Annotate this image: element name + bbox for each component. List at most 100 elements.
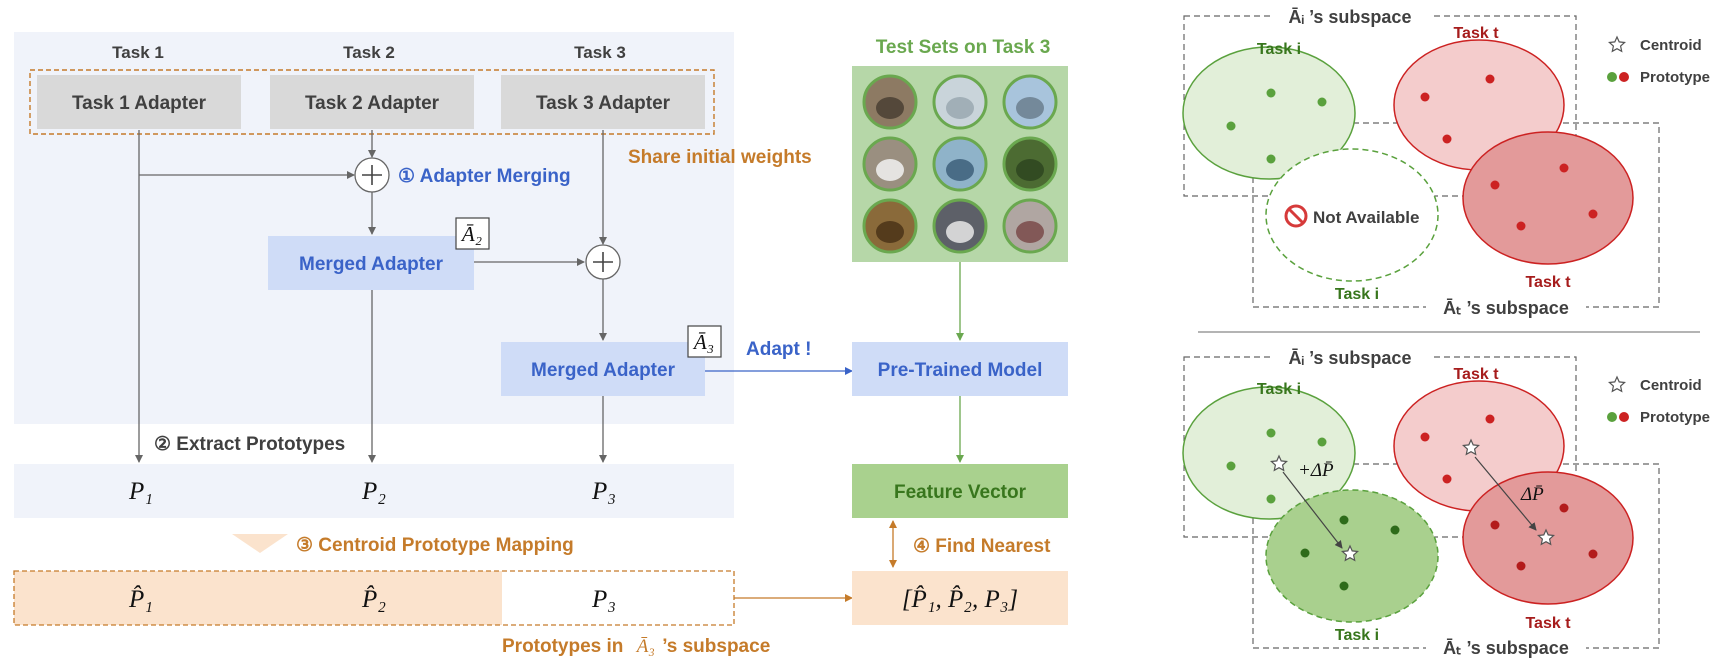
test-image-subject xyxy=(1016,97,1044,119)
star-icon xyxy=(1608,35,1626,53)
test-image-subject xyxy=(876,221,904,243)
task-1-adapter-box xyxy=(37,75,241,129)
task-i-label: Task i xyxy=(1257,381,1301,398)
prototype-dot xyxy=(1266,88,1276,98)
plus-icon xyxy=(593,252,613,272)
prototype-dot xyxy=(1588,209,1598,219)
test-image-subject xyxy=(876,97,904,119)
task-2-adapter-label: Task 2 Adapter xyxy=(305,93,440,114)
test-image-subject xyxy=(876,159,904,181)
prototype-dot xyxy=(1490,520,1500,530)
green-dot-icon xyxy=(1607,412,1617,422)
a3-badge-label: Ā₃ xyxy=(692,330,714,354)
merged-adapter-1-box xyxy=(268,236,474,290)
prototype-dot xyxy=(1516,561,1526,571)
prototype-row-bg xyxy=(14,464,734,518)
prototype-dot xyxy=(1485,414,1495,424)
test-image-subject xyxy=(946,221,974,243)
feature-vector-label: Feature Vector xyxy=(894,482,1027,503)
top-subspace-panel: Āᵢ ’s subspace Āₜ ’s subspace Task i Tas… xyxy=(1182,4,1710,319)
centroid-star-icon xyxy=(1270,454,1288,472)
mapped-p1: P̂₁ xyxy=(128,585,153,613)
subspace-caption-suffix: ’s subspace xyxy=(662,636,770,657)
bottom-prototype-dots xyxy=(1226,414,1598,591)
plus-icon xyxy=(362,165,382,185)
task-t-bottom-label: Task t xyxy=(1525,615,1571,632)
subspace-caption-symbol: Ā₃ xyxy=(635,636,655,657)
task-t-bottom-label: Task t xyxy=(1525,274,1571,291)
centroid-star-icon xyxy=(1462,438,1480,456)
task-3-header: Task 3 xyxy=(574,43,626,62)
test-sets-title: Test Sets on Task 3 xyxy=(876,37,1051,58)
prototype-dot xyxy=(1266,494,1276,504)
shift-arrow-i xyxy=(1282,471,1343,549)
test-image-grid xyxy=(862,74,1058,254)
test-image-subject xyxy=(946,97,974,119)
centroid-star-icon xyxy=(1537,528,1555,546)
mapping-step-label: ③ Centroid Prototype Mapping xyxy=(296,535,574,556)
task-i-label: Task i xyxy=(1257,41,1301,58)
test-image-subject xyxy=(946,159,974,181)
prototype-dot xyxy=(1420,92,1430,102)
delta-t-label: ΔP̄ xyxy=(1520,484,1544,505)
prototype-p3: P₃ xyxy=(591,478,616,505)
prototype-dot xyxy=(1266,154,1276,164)
a2-badge-box xyxy=(455,217,490,250)
prototype-dot xyxy=(1442,474,1452,484)
a2-badge-label: Ā₂ xyxy=(460,222,482,246)
task-i-bottom-label: Task i xyxy=(1335,627,1379,644)
find-nearest-label: ④ Find Nearest xyxy=(913,536,1051,557)
red-dot-icon xyxy=(1619,412,1629,422)
pretrained-model-label: Pre-Trained Model xyxy=(878,360,1043,381)
subspace-i-title-bg xyxy=(1270,4,1430,28)
subspace-t-title-bg xyxy=(1426,295,1586,319)
mapped-p3: P₃ xyxy=(591,586,616,613)
prototype-dot xyxy=(1390,525,1400,535)
legend-prototype-label: Prototype xyxy=(1640,409,1710,426)
task-i-cluster xyxy=(1182,386,1356,520)
subspace-t-title: Āₜ ’s subspace xyxy=(1443,298,1569,318)
prototype-dot xyxy=(1266,428,1276,438)
test-image-subject xyxy=(1016,159,1044,181)
result-label: [P̂₁, P̂₂, P₃] xyxy=(902,585,1018,613)
task-t-label: Task t xyxy=(1453,25,1499,42)
prototype-dot xyxy=(1490,180,1500,190)
task-i-bottom-label: Task i xyxy=(1335,286,1379,303)
prototype-dot xyxy=(1317,97,1327,107)
task-t-cluster-mid xyxy=(1462,131,1634,265)
down-triangle-icon xyxy=(232,534,288,553)
prototype-dot xyxy=(1339,515,1349,525)
prototype-dot xyxy=(1485,74,1495,84)
mapped-p2: P̂₂ xyxy=(361,585,386,613)
test-image-subject xyxy=(1016,221,1044,243)
share-weights-label: Share initial weights xyxy=(628,147,812,168)
prototype-dot xyxy=(1588,549,1598,559)
prototype-dot xyxy=(1226,121,1236,131)
star-icon xyxy=(1608,375,1626,393)
shift-arrow-t xyxy=(1474,456,1537,531)
prototype-p1: P₁ xyxy=(128,478,153,505)
subspace-i-title: Āᵢ ’s subspace xyxy=(1289,7,1412,27)
extract-step-label: ② Extract Prototypes xyxy=(154,434,345,455)
legend-centroid-label: Centroid xyxy=(1640,377,1702,394)
legend-centroid-label: Centroid xyxy=(1640,37,1702,54)
merged-adapter-1-label: Merged Adapter xyxy=(299,254,444,275)
task-i-cluster xyxy=(1182,46,1356,180)
task-3-adapter-box xyxy=(501,75,705,129)
merged-adapter-2-box xyxy=(501,342,705,396)
a3-badge-box xyxy=(687,325,722,358)
not-available-label: Not Available xyxy=(1313,208,1419,227)
merge-step-label: ① Adapter Merging xyxy=(398,166,571,187)
prototype-dot xyxy=(1516,221,1526,231)
subspace-i-title: Āᵢ ’s subspace xyxy=(1289,348,1412,368)
prohibited-icon xyxy=(1284,204,1308,228)
result-box xyxy=(852,571,1068,625)
adapt-label: Adapt ! xyxy=(746,339,811,360)
subspace-caption-prefix: Prototypes in xyxy=(502,636,623,657)
delta-i-label: +ΔP̄ xyxy=(1298,460,1334,481)
task-2-header: Task 2 xyxy=(343,43,395,62)
red-dot-icon xyxy=(1619,72,1629,82)
task-1-adapter-label: Task 1 Adapter xyxy=(72,93,207,114)
merged-adapter-2-label: Merged Adapter xyxy=(531,360,676,381)
